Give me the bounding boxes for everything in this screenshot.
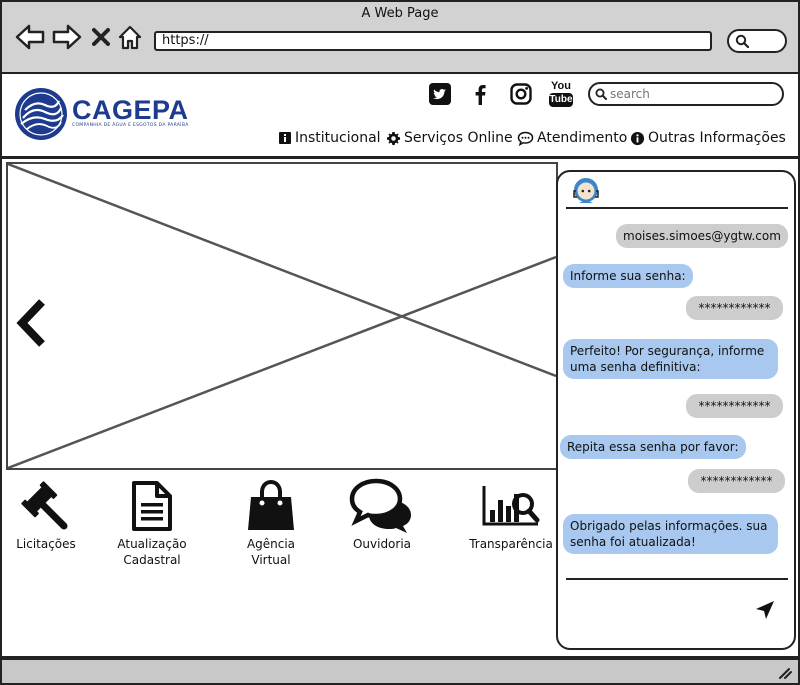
gavel-icon [21,481,68,530]
browser-search-button[interactable] [727,29,787,53]
service-label: Ouvidoria [352,537,412,551]
facebook-icon[interactable] [468,82,492,106]
home-icon[interactable] [117,22,143,52]
chat-message-bot: Perfeito! Por segurança, informe uma sen… [563,339,778,379]
menu-servicos-online[interactable]: Serviços Online [386,128,513,148]
logo-tagline: COMPANHIA DE ÁGUA E ESGOTOS DA PARAÍBA [72,123,189,128]
service-atualizacao-cadastral[interactable]: Atualização Cadastral [102,478,202,568]
instagram-icon[interactable] [509,82,533,106]
menu-outras-informacoes[interactable]: Outras Informações [630,128,786,148]
cagepa-logo-icon[interactable] [15,88,67,140]
chat-message-bot: Informe sua senha: [563,264,693,288]
shopping-bag-icon [248,479,294,530]
resize-handle-icon[interactable] [778,667,792,679]
service-agencia-virtual[interactable]: Agência Virtual [221,478,321,568]
chart-search-icon [482,486,540,526]
service-label: Transparência [469,537,553,551]
gear-icon [386,131,401,145]
chat-input-divider [566,578,788,580]
youtube-text-top: You [551,80,571,92]
chat-icon [517,131,534,146]
document-icon [132,481,172,531]
youtube-icon[interactable]: You Tube [549,80,573,108]
menu-label: Atendimento [537,130,628,146]
header-divider [2,156,798,159]
back-arrow-icon[interactable] [14,22,46,52]
chat-message-user: ************ [686,394,783,418]
site-search-input[interactable] [610,85,770,103]
menu-label: Outras Informações [648,130,786,146]
info-circle-icon [630,131,645,145]
url-bar[interactable]: https:// [154,31,712,51]
window-title: A Web Page [361,6,439,21]
service-transparencia[interactable]: Transparência [461,478,561,552]
image-placeholder-cross [8,164,556,468]
menu-institucional[interactable]: Institucional [278,128,381,148]
chat-message-bot: Obrigado pelas informações. sua senha fo… [563,514,778,554]
youtube-text-bottom: Tube [549,93,573,107]
chat-header-divider [566,207,788,209]
chat-message-bot: Repita essa senha por favor: [560,435,746,459]
menu-label: Institucional [295,130,381,146]
search-icon [595,88,607,100]
menu-atendimento[interactable]: Atendimento [517,128,627,148]
status-bar [0,658,800,685]
logo-name[interactable]: CAGEPA [72,95,189,125]
hero-image-placeholder [6,162,558,470]
chevron-left-icon[interactable] [14,298,50,348]
chat-bubbles-icon [349,478,411,533]
twitter-icon[interactable] [428,82,452,106]
forward-arrow-icon[interactable] [51,22,83,52]
info-tag-icon [279,132,291,144]
service-label: Agência Virtual [246,537,296,567]
send-icon[interactable] [754,599,776,621]
service-ouvidoria[interactable]: Ouvidoria [332,478,432,552]
service-label: Atualização Cadastral [117,537,187,567]
menu-label: Serviços Online [404,130,513,146]
chat-message-input[interactable] [566,582,751,642]
chatbot-panel: moises.simoes@ygtw.com Informe sua senha… [556,170,796,650]
search-icon [735,34,749,48]
chat-message-user: ************ [688,469,785,493]
chat-message-user: ************ [686,296,783,320]
site-search-box[interactable] [588,82,784,106]
close-icon[interactable] [90,22,112,52]
service-label: Licitações [16,537,76,551]
chatbot-avatar-icon [573,178,599,203]
service-licitacoes[interactable]: Licitações [0,478,96,552]
chat-message-user: moises.simoes@ygtw.com [616,224,788,248]
